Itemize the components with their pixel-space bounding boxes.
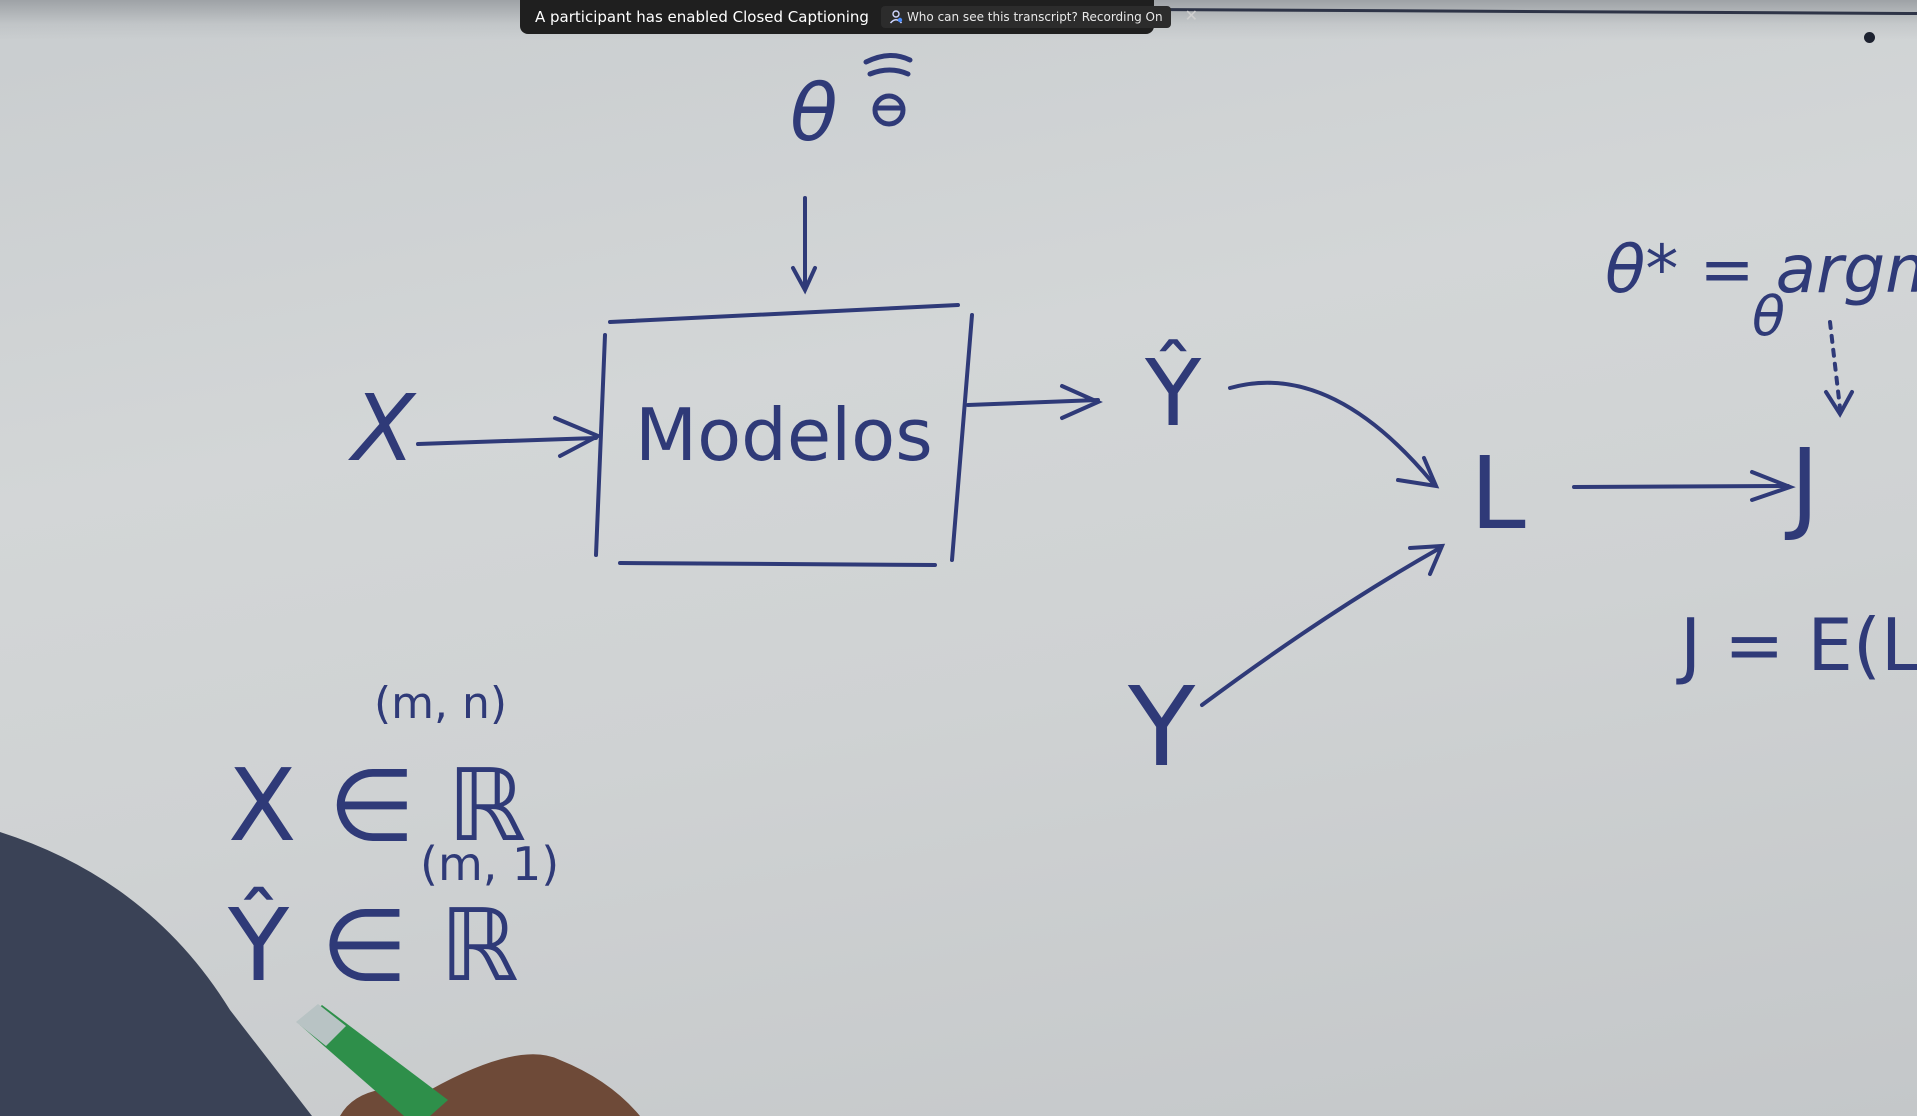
argmin-arrowhead [1824, 390, 1854, 418]
loss-label: L [1470, 435, 1526, 552]
argmin-formula: θ* = argmin J( [1605, 231, 1917, 308]
marker-pen [296, 1004, 448, 1116]
tilde-theta-icon [863, 53, 913, 127]
model-box [594, 303, 974, 567]
loss-arrows [1200, 380, 1446, 707]
close-icon[interactable]: ✕ [1184, 8, 1198, 25]
board-dot [1864, 32, 1875, 43]
argmin-dashed-arrow [1828, 320, 1842, 410]
model-label: Modelos [635, 393, 933, 477]
params-arrow [791, 196, 817, 295]
x-shape: (m, n) [374, 678, 507, 729]
x-domain: X ∈ ℝ [228, 747, 526, 864]
people-icon [889, 10, 903, 24]
output-arrow [966, 384, 1103, 420]
argmin-subscript: θ [1752, 285, 1785, 348]
cost-arrow [1572, 470, 1796, 502]
yhat-shape: (m, 1) [420, 837, 559, 891]
cost-label: J [1784, 427, 1820, 544]
input-arrow [416, 416, 603, 458]
prediction-label: Ŷ [1144, 338, 1202, 447]
params-label: θ [790, 69, 838, 159]
closed-caption-banner: A participant has enabled Closed Caption… [520, 0, 1198, 34]
cost-definition: J = E(L [1676, 603, 1917, 687]
caption-message: A participant has enabled Closed Caption… [535, 8, 869, 26]
transcript-visibility-link[interactable]: Who can see this transcript? Recording O… [880, 6, 1171, 28]
target-label: Y [1127, 663, 1196, 791]
yhat-domain: Ŷ ∈ ℝ [227, 887, 519, 1004]
transcript-link-label: Who can see this transcript? Recording O… [906, 10, 1163, 24]
input-label: X [348, 375, 417, 482]
presenter-shoulder [0, 832, 312, 1116]
